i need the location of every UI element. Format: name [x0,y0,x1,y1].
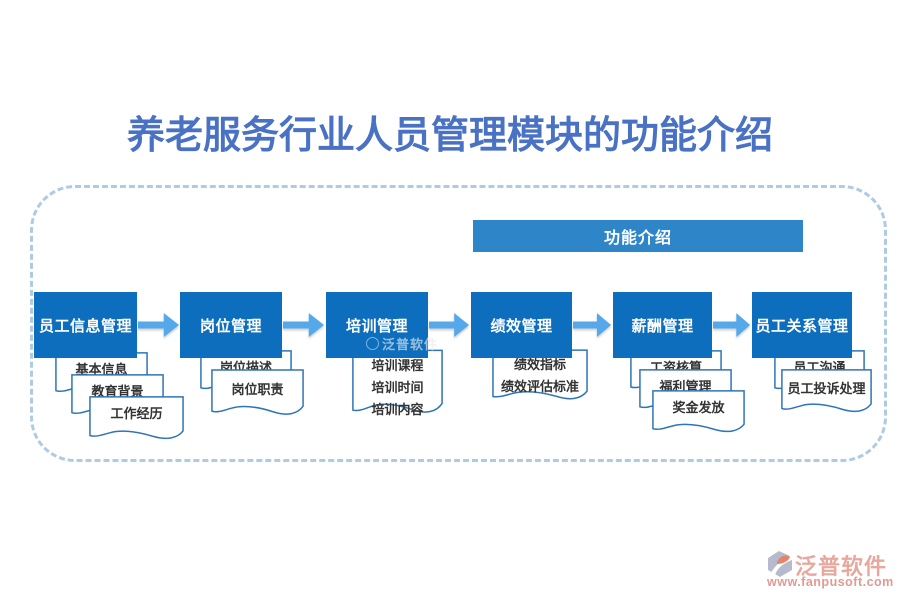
fanpu-logo-icon [768,551,792,577]
card-line: 培训内容 [371,402,424,417]
card-bonus-distribution: 奖金发放 [652,390,745,435]
card-line: 绩效评估标准 [500,379,579,394]
card-line: 基本信息 [75,362,128,377]
banner-function-intro: 功能介绍 [473,220,803,252]
card-line: 培训课程 [371,358,424,373]
card-performance-items: 绩效指标 绩效评估标准 [492,349,588,403]
watermark-logo-icon [366,337,379,350]
flow-arrow-icon [283,312,325,338]
module-box-employee-relations: 员工关系管理 [752,292,852,358]
card-line: 岗位职责 [231,382,284,397]
module-title: 员工信息管理 [38,317,132,335]
page-title: 养老服务行业人员管理模块的功能介绍 [126,115,773,157]
module-title: 薪酬管理 [631,317,694,335]
brand-logo: 泛普软件 www.fanpusoft.com [765,549,893,591]
flow-arrow-icon [429,312,470,338]
card-position-duties: 岗位职责 [211,369,304,418]
card-line: 培训时间 [371,380,424,395]
module-title: 绩效管理 [490,317,553,335]
card-training-items: 培训课程 培训时间 培训内容 [352,349,443,417]
module-box-performance: 绩效管理 [471,292,572,358]
flow-arrow-icon [573,312,612,338]
card-line: 绩效指标 [513,357,566,372]
card-line: 员工投诉处理 [787,381,866,396]
brand-name: 泛普软件 [795,554,888,579]
module-title: 培训管理 [345,317,408,335]
module-box-employee-info: 员工信息管理 [34,292,137,358]
module-title: 岗位管理 [199,317,262,335]
flow-arrow-icon [138,312,180,338]
card-work-experience: 工作经历 [89,396,184,442]
brand-website: www.fanpusoft.com [767,575,894,589]
card-employee-complaints: 员工投诉处理 [781,369,872,415]
module-box-compensation: 薪酬管理 [613,292,712,358]
card-line: 奖金发放 [672,400,725,415]
card-line: 工作经历 [110,406,163,421]
module-title: 员工关系管理 [755,317,849,335]
banner-label: 功能介绍 [603,230,672,247]
flow-dashed-container [30,185,887,462]
watermark: 泛普软件 [366,334,438,353]
watermark-text: 泛普软件 [382,337,439,352]
flow-arrow-icon [713,312,751,338]
card-line: 教育背景 [91,384,144,399]
module-box-position: 岗位管理 [180,292,282,358]
